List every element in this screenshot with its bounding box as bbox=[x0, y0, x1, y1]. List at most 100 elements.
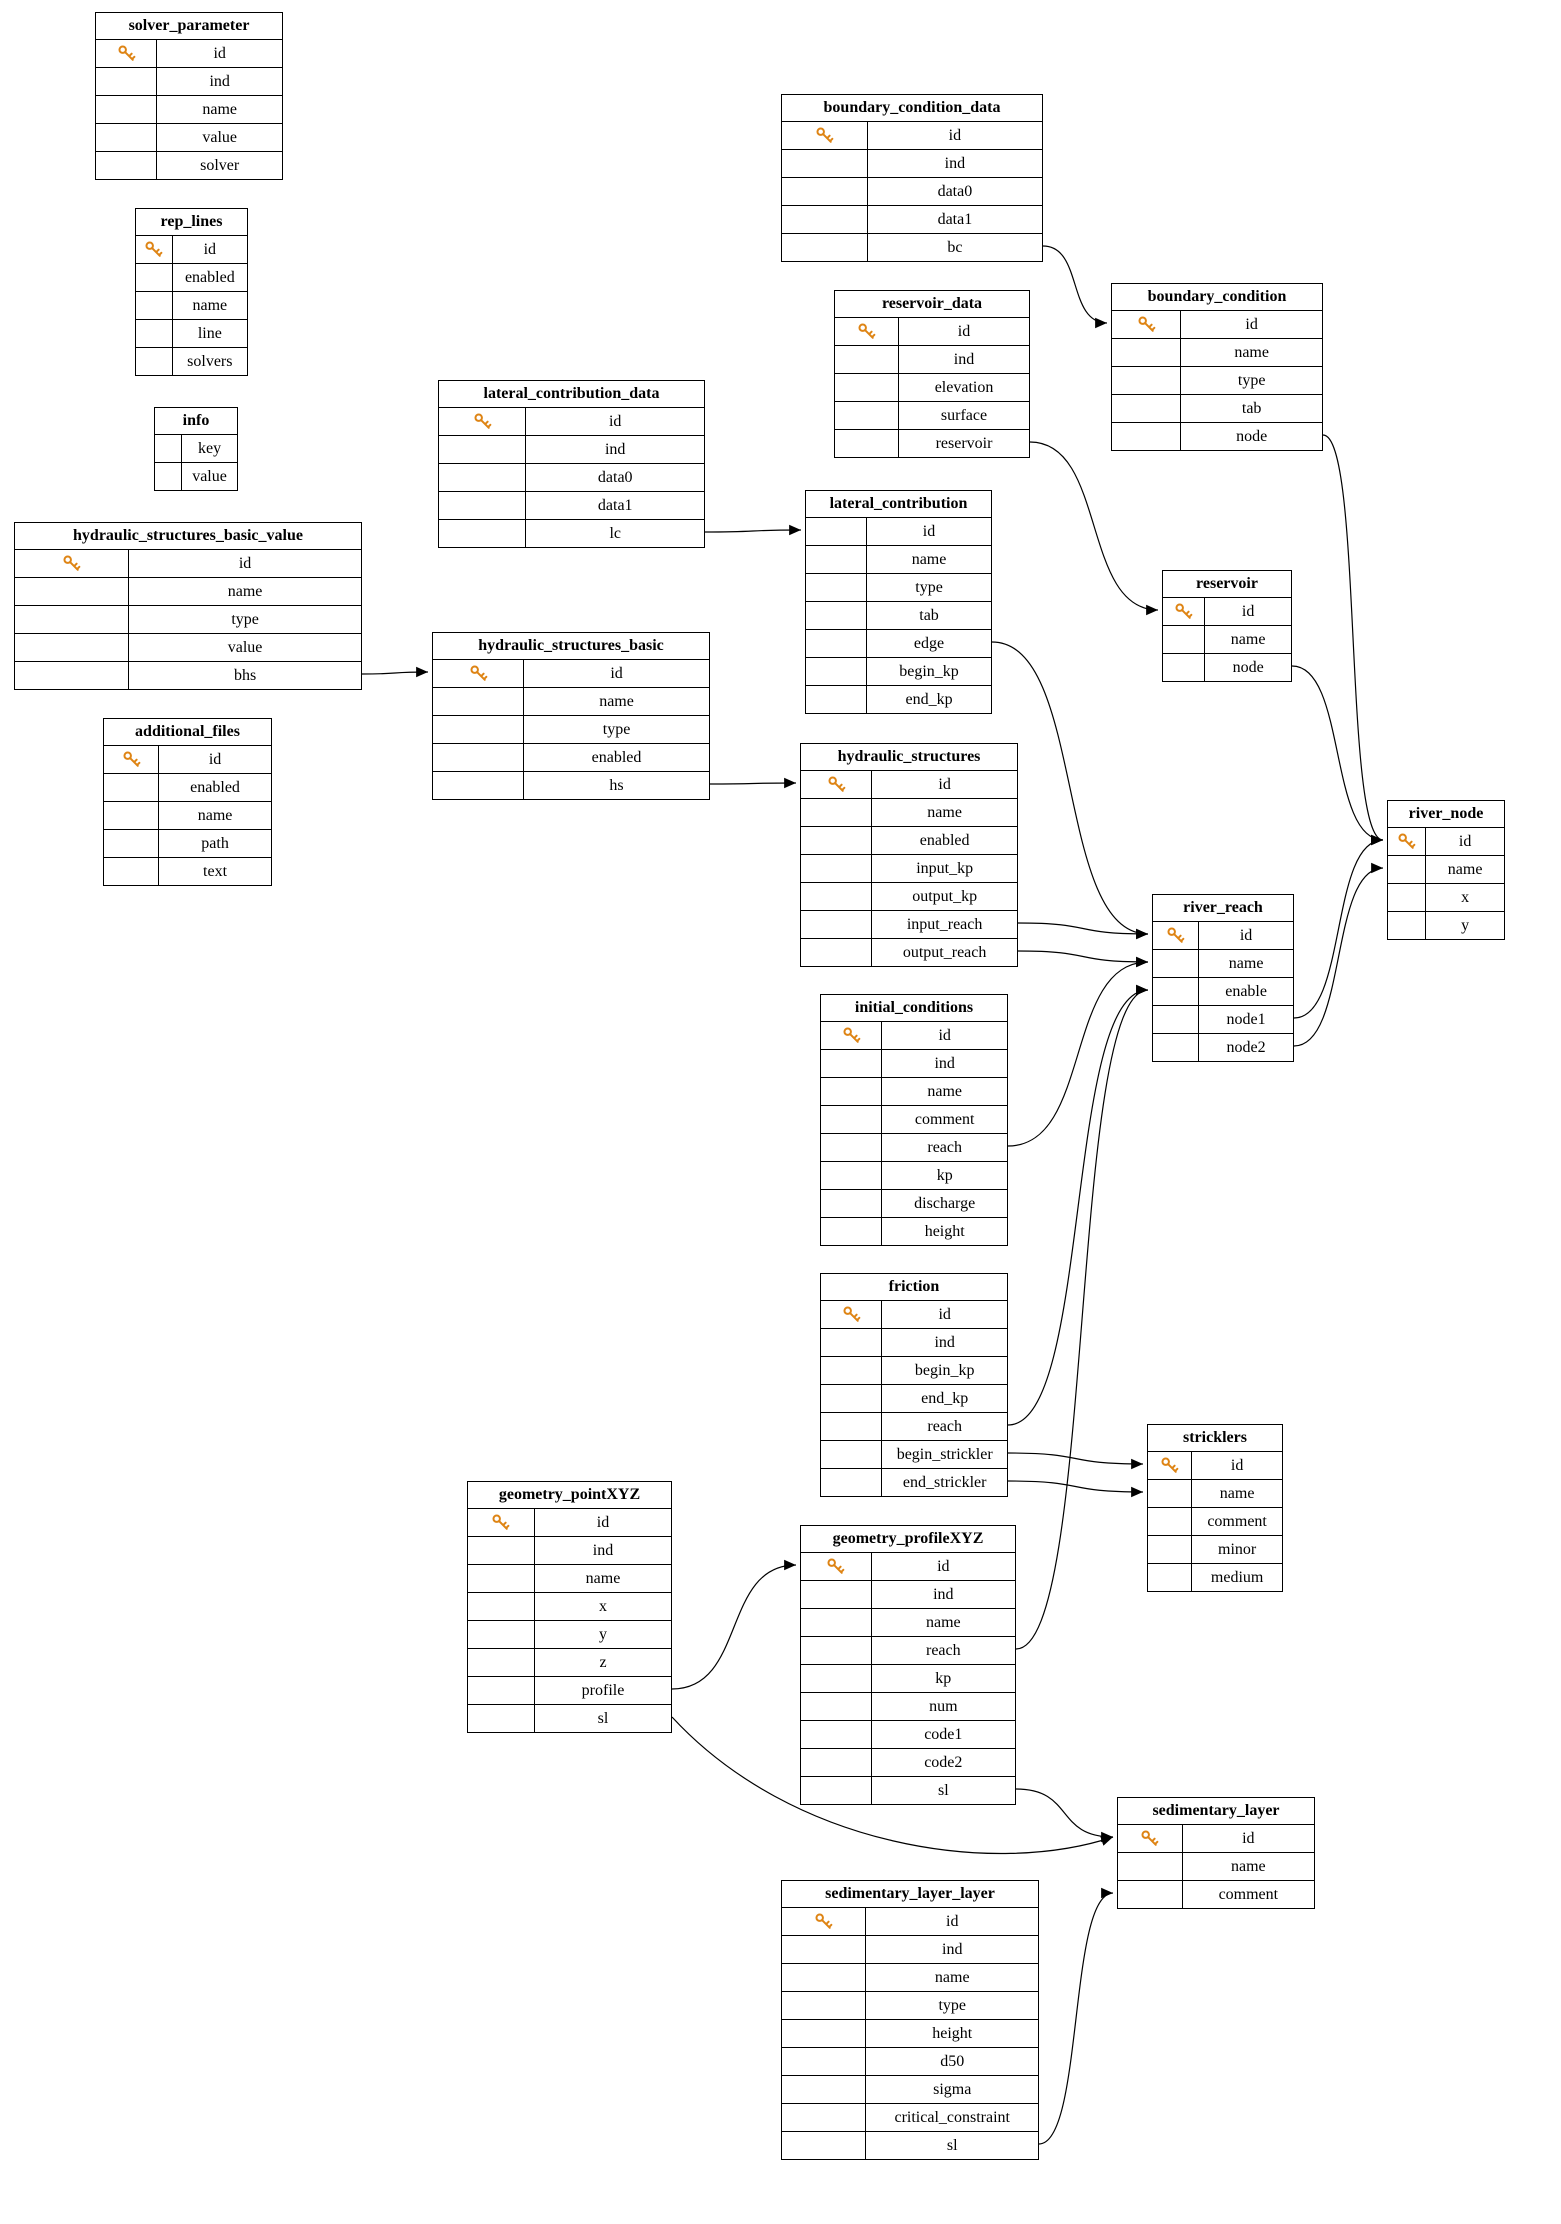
field-row-solver_parameter-name: name bbox=[96, 95, 282, 123]
empty-key-cell bbox=[439, 492, 527, 519]
field-label: sl bbox=[597, 1709, 609, 1727]
field-label: surface bbox=[940, 406, 988, 424]
edge-sedimentary_layer_layer-sl-to-sedimentary_layer bbox=[1038, 1887, 1114, 2145]
empty-key-cell bbox=[1388, 884, 1427, 911]
field-label: name bbox=[1231, 1857, 1266, 1875]
field-label: name bbox=[911, 550, 947, 568]
primary-key-icon bbox=[828, 776, 846, 792]
field-row-boundary_condition_data-data0: data0 bbox=[782, 177, 1042, 205]
field-label: name bbox=[599, 692, 634, 710]
field-row-boundary_condition_data-id: id bbox=[782, 121, 1042, 149]
field-row-river_reach-name: name bbox=[1153, 949, 1293, 977]
field-label: node1 bbox=[1226, 1010, 1266, 1028]
empty-key-cell bbox=[468, 1565, 535, 1592]
key-cell bbox=[801, 771, 873, 798]
empty-key-cell bbox=[155, 463, 183, 490]
field-label: enabled bbox=[190, 778, 240, 796]
empty-key-cell bbox=[801, 1609, 872, 1636]
field-row-geometry_profileXYZ-id: id bbox=[801, 1552, 1015, 1580]
field-row-additional_files-enabled: enabled bbox=[104, 773, 271, 801]
field-label: name bbox=[1228, 954, 1264, 972]
field-label: y bbox=[598, 1625, 607, 1643]
field-row-sedimentary_layer_layer-height: height bbox=[782, 2019, 1038, 2047]
empty-key-cell bbox=[821, 1413, 883, 1440]
empty-key-cell bbox=[1153, 1006, 1200, 1033]
field-row-river_reach-node2: node2 bbox=[1153, 1033, 1293, 1061]
primary-key-icon bbox=[1141, 1830, 1159, 1846]
field-label: ind bbox=[592, 1541, 614, 1559]
field-label: reservoir bbox=[935, 434, 993, 452]
empty-key-cell bbox=[104, 802, 160, 829]
field-row-info-key: key bbox=[155, 434, 237, 462]
field-row-geometry_profileXYZ-code1: code1 bbox=[801, 1720, 1015, 1748]
field-label: end_kp bbox=[921, 1389, 969, 1407]
field-label: id bbox=[213, 44, 226, 62]
field-label: data0 bbox=[597, 468, 633, 486]
field-label: begin_kp bbox=[899, 662, 959, 680]
key-cell bbox=[433, 660, 525, 687]
field-label: name bbox=[197, 806, 233, 824]
edge-initial_conditions-reach-to-river_reach bbox=[1007, 956, 1149, 1147]
field-label: output_reach bbox=[902, 943, 987, 961]
field-row-sedimentary_layer_layer-type: type bbox=[782, 1991, 1038, 2019]
table-title-geometry_pointXYZ: geometry_pointXYZ bbox=[498, 1486, 641, 1503]
field-label: bhs bbox=[233, 666, 257, 684]
field-label: comment bbox=[1218, 1885, 1279, 1903]
field-row-hydraulic_structures_basic_value-name: name bbox=[15, 577, 361, 605]
field-label: enabled bbox=[919, 831, 970, 849]
key-cell bbox=[821, 1022, 883, 1049]
empty-key-cell bbox=[439, 464, 527, 491]
table-title-hydraulic_structures: hydraulic_structures bbox=[837, 748, 981, 765]
field-row-friction-end_kp: end_kp bbox=[821, 1384, 1007, 1412]
field-row-lateral_contribution-name: name bbox=[806, 545, 991, 573]
field-row-reservoir_data-elevation: elevation bbox=[835, 373, 1029, 401]
table-title-sedimentary_layer_layer: sedimentary_layer_layer bbox=[825, 1885, 995, 1902]
field-row-hydraulic_structures_basic-name: name bbox=[433, 687, 709, 715]
field-label: sigma bbox=[933, 2080, 972, 2098]
field-row-sedimentary_layer_layer-id: id bbox=[782, 1907, 1038, 1935]
field-label: input_reach bbox=[906, 915, 983, 933]
empty-key-cell bbox=[1112, 367, 1182, 394]
key-cell bbox=[96, 40, 158, 67]
empty-key-cell bbox=[782, 1936, 867, 1963]
field-label: node bbox=[1236, 427, 1268, 445]
field-label: value bbox=[192, 467, 227, 485]
field-row-sedimentary_layer-id: id bbox=[1118, 1824, 1314, 1852]
field-row-stricklers-medium: medium bbox=[1148, 1563, 1282, 1591]
field-label: id bbox=[937, 1557, 950, 1575]
field-row-sedimentary_layer_layer-ind: ind bbox=[782, 1935, 1038, 1963]
field-row-solver_parameter-value: value bbox=[96, 123, 282, 151]
field-label: x bbox=[598, 1597, 607, 1615]
empty-key-cell bbox=[104, 774, 160, 801]
field-row-geometry_pointXYZ-y: y bbox=[468, 1620, 671, 1648]
field-label: text bbox=[203, 862, 228, 880]
empty-key-cell bbox=[782, 1964, 867, 1991]
empty-key-cell bbox=[439, 520, 527, 547]
field-label: minor bbox=[1218, 1540, 1257, 1558]
empty-key-cell bbox=[136, 264, 173, 291]
empty-key-cell bbox=[155, 435, 183, 462]
field-label: d50 bbox=[940, 2052, 965, 2070]
field-label: type bbox=[602, 720, 631, 738]
empty-key-cell bbox=[96, 96, 158, 123]
field-label: type bbox=[1237, 371, 1266, 389]
field-label: id bbox=[208, 750, 222, 768]
field-label: reach bbox=[927, 1138, 962, 1156]
field-row-boundary_condition-type: type bbox=[1112, 366, 1322, 394]
empty-key-cell bbox=[96, 124, 158, 151]
empty-key-cell bbox=[801, 1693, 872, 1720]
field-row-sedimentary_layer-comment: comment bbox=[1118, 1880, 1314, 1908]
empty-key-cell bbox=[104, 830, 160, 857]
field-label: height bbox=[932, 2024, 973, 2042]
field-row-initial_conditions-ind: ind bbox=[821, 1049, 1007, 1077]
field-label: enabled bbox=[184, 268, 235, 286]
field-row-lateral_contribution_data-ind: ind bbox=[439, 435, 704, 463]
field-row-hydraulic_structures-id: id bbox=[801, 770, 1017, 798]
field-row-reservoir-name: name bbox=[1163, 625, 1291, 653]
field-row-additional_files-id: id bbox=[104, 745, 271, 773]
field-label: node bbox=[1232, 658, 1264, 676]
empty-key-cell bbox=[468, 1649, 535, 1676]
